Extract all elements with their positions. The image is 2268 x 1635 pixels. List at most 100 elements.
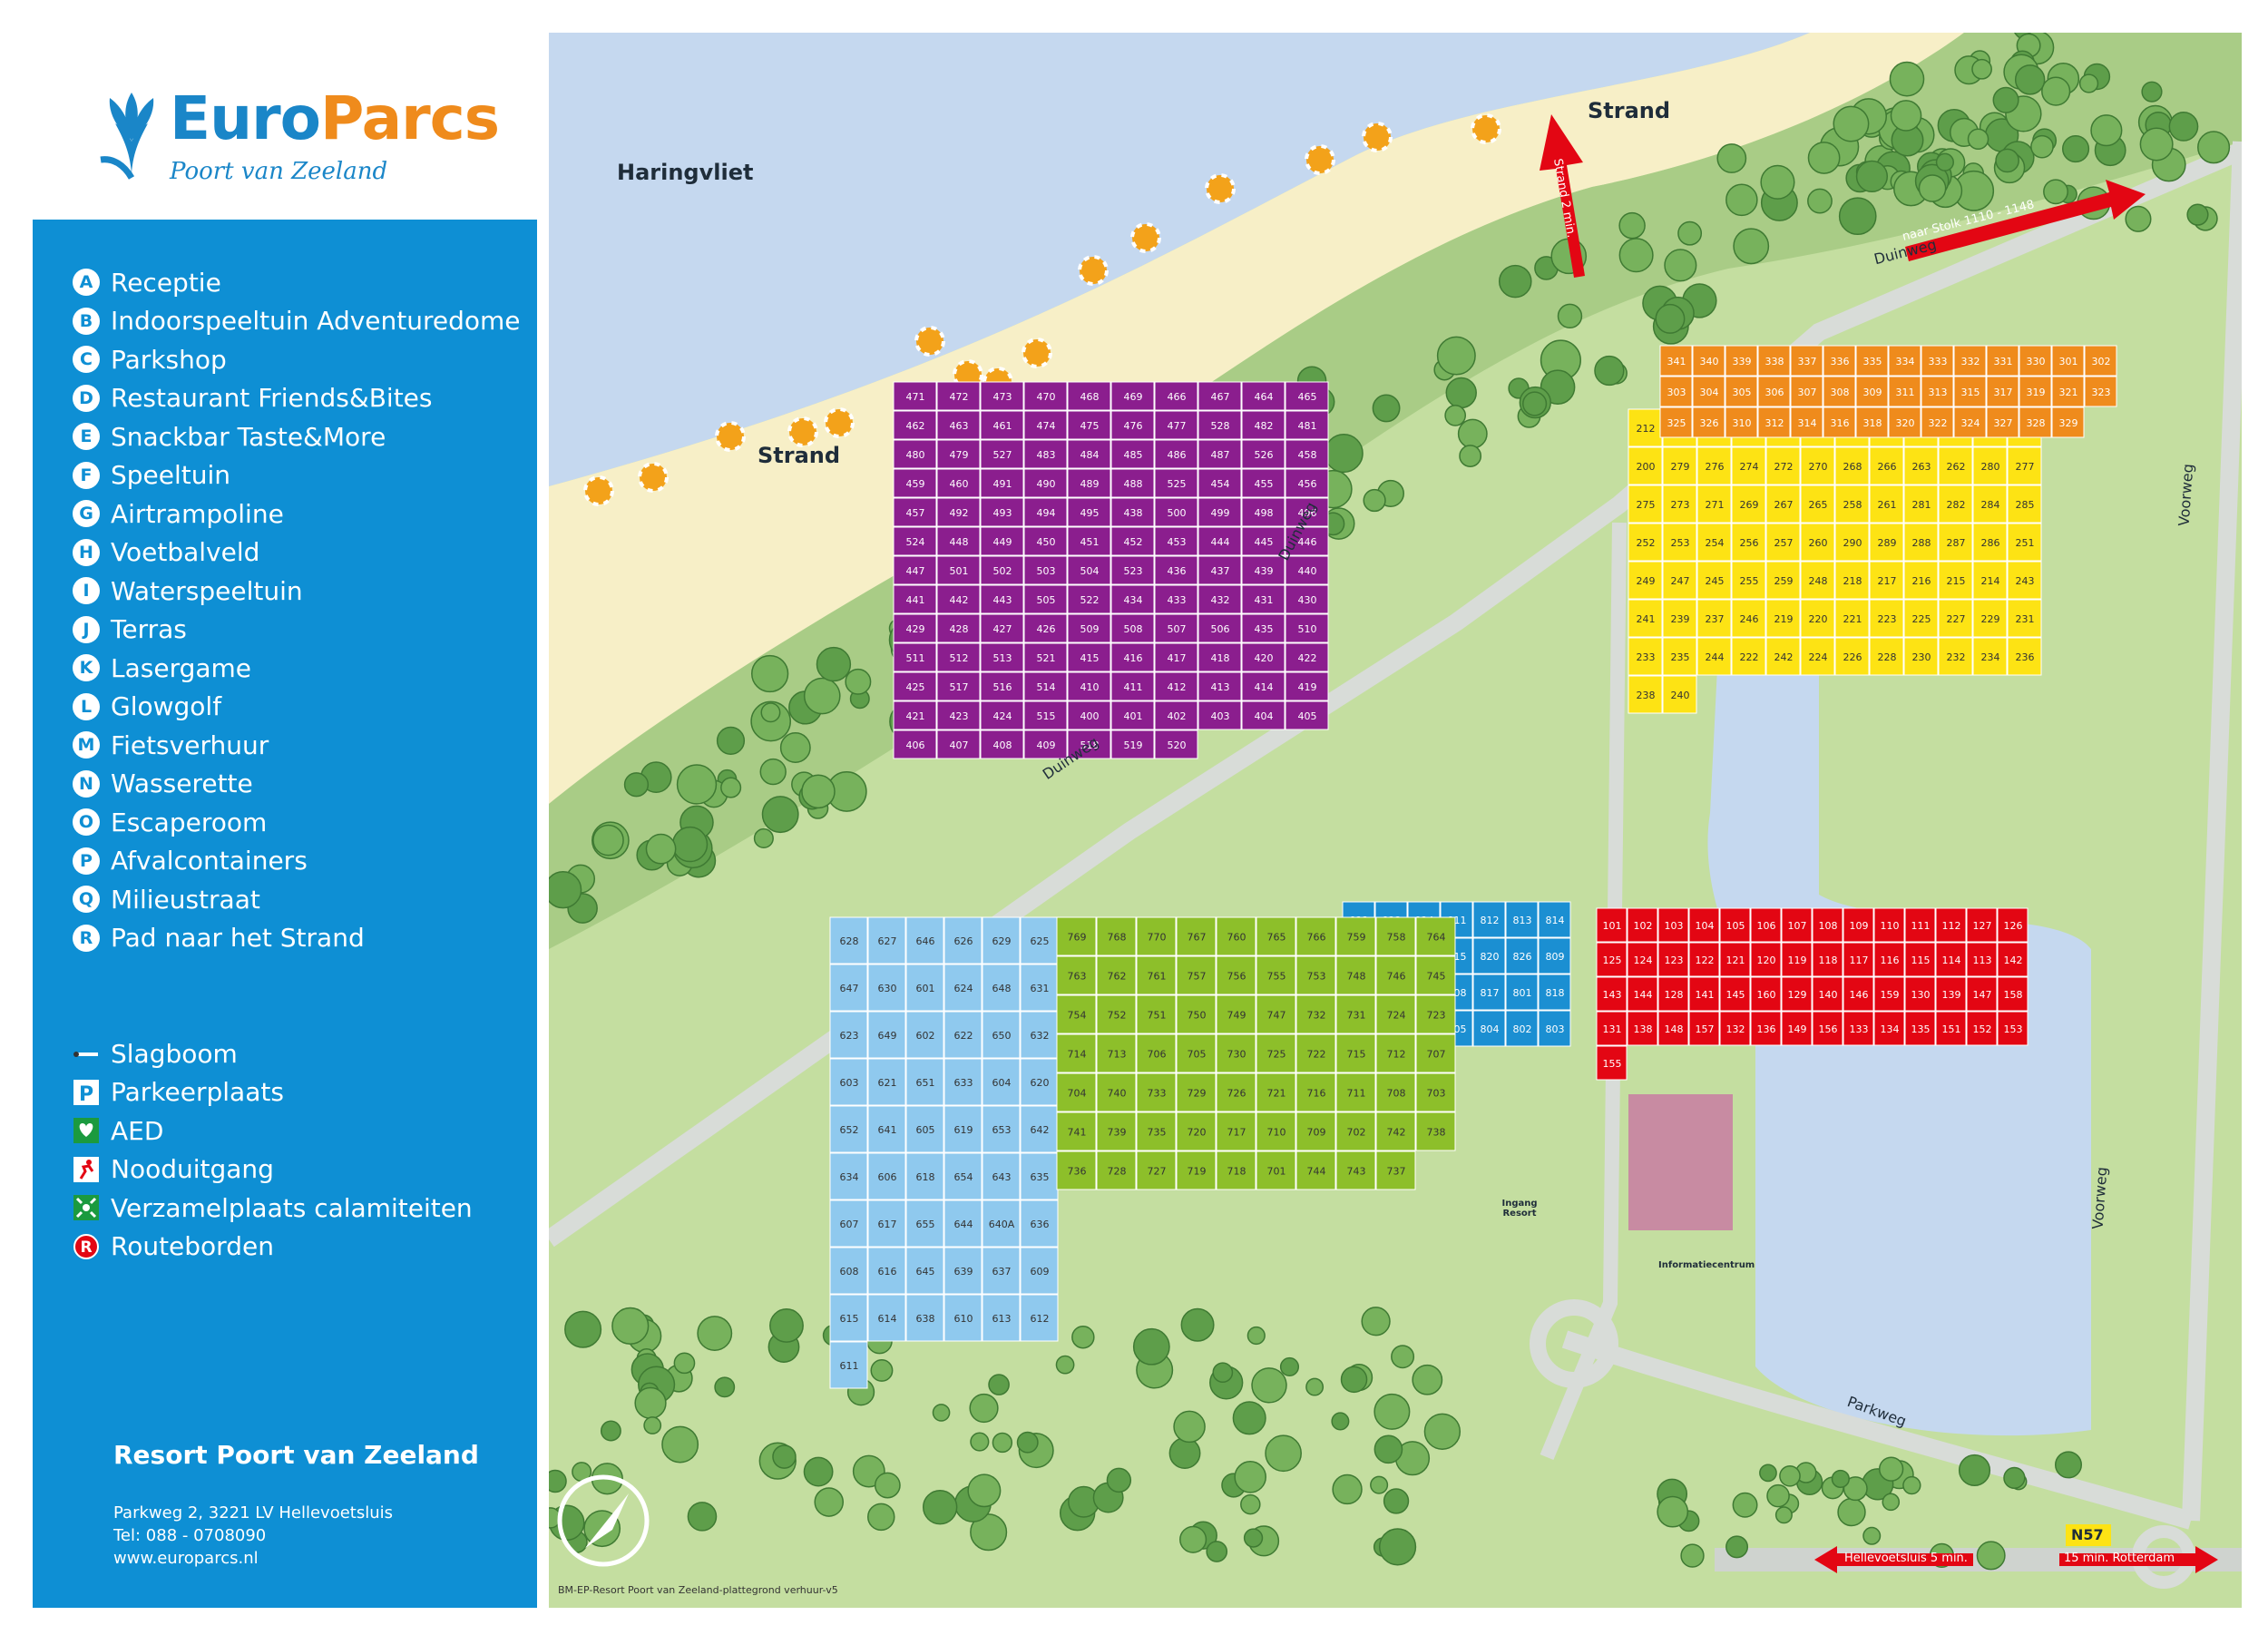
lot-number: 441 xyxy=(906,594,925,606)
lot-number: 257 xyxy=(1774,537,1794,549)
tree-icon xyxy=(1618,238,1654,273)
lot-709 xyxy=(1295,1111,1336,1151)
lot-number: 513 xyxy=(993,652,1012,664)
lot-number: 284 xyxy=(1981,499,2000,511)
tree-icon xyxy=(634,1386,667,1419)
lot-462 xyxy=(893,410,937,440)
lot-107 xyxy=(1781,907,1813,943)
tree-icon xyxy=(1766,1483,1790,1508)
stolk-arrow-icon xyxy=(1905,180,2146,261)
lot-number: 280 xyxy=(1981,461,2000,473)
lot-number: 267 xyxy=(1774,499,1794,511)
lot-745 xyxy=(1415,955,1456,995)
lot-number: 723 xyxy=(1427,1010,1446,1022)
tree-icon xyxy=(1016,1431,1039,1454)
legend-letter-badge: A xyxy=(73,269,100,297)
lot-623 xyxy=(829,1011,868,1059)
lot-number: 439 xyxy=(1255,565,1274,577)
lot-613 xyxy=(982,1294,1021,1342)
tree-icon xyxy=(1363,488,1386,513)
lot-number: 730 xyxy=(1227,1049,1246,1061)
lot-number: 152 xyxy=(1973,1023,1992,1035)
tree-icon xyxy=(753,827,774,849)
lot-number: 429 xyxy=(906,623,925,635)
lot-number: 614 xyxy=(878,1313,897,1325)
lot-number: 652 xyxy=(840,1124,859,1136)
lot-number: 467 xyxy=(1211,391,1230,403)
lot-527 xyxy=(980,439,1024,469)
label-hellevoetsluis-arrow: Hellevoetsluis 5 min. xyxy=(1844,1552,1968,1565)
lot-number: 489 xyxy=(1080,478,1100,490)
lot-157 xyxy=(1688,1011,1720,1046)
lot-125 xyxy=(1596,942,1628,977)
tree-icon xyxy=(716,726,746,755)
lot-number: 528 xyxy=(1211,420,1230,432)
lot-406 xyxy=(893,729,937,759)
lot-120 xyxy=(1750,942,1782,977)
lot-number: 444 xyxy=(1211,536,1230,548)
lot-number: 340 xyxy=(1700,356,1719,367)
lot-number: 645 xyxy=(916,1266,935,1278)
lot-number: 634 xyxy=(840,1171,859,1183)
lot-108 xyxy=(1812,907,1843,943)
lot-number: 301 xyxy=(2059,356,2078,367)
lot-number: 430 xyxy=(1298,594,1317,606)
lot-number: 651 xyxy=(916,1077,935,1089)
lot-number: 496 xyxy=(1298,507,1317,519)
lot-number: 475 xyxy=(1080,420,1100,432)
tree-icon xyxy=(1838,197,1877,236)
tree-icon xyxy=(1716,143,1747,173)
lot-number: 624 xyxy=(954,983,973,994)
lot-126 xyxy=(1997,907,2028,943)
lot-255 xyxy=(1731,561,1766,600)
lot-522 xyxy=(1067,584,1111,614)
legend-label: Milieustraat xyxy=(111,884,260,915)
lot-number: 139 xyxy=(1942,989,1961,1001)
lot-323 xyxy=(2084,376,2117,407)
lot-number: 219 xyxy=(1774,613,1794,625)
lot-421 xyxy=(893,700,937,730)
lot-number: 149 xyxy=(1788,1023,1807,1035)
lot-number: 330 xyxy=(2027,356,2046,367)
lot-493 xyxy=(980,497,1024,527)
lot-number: 123 xyxy=(1665,955,1684,966)
lot-329 xyxy=(2051,406,2085,438)
label-rotterdam-arrow: 15 min. Rotterdam xyxy=(2064,1552,2175,1565)
lot-301 xyxy=(2051,345,2085,377)
label-ingang: Ingang Resort xyxy=(1501,1199,1538,1219)
lot-number: 125 xyxy=(1603,955,1622,966)
lot-246 xyxy=(1731,599,1766,638)
lot-226 xyxy=(1834,637,1870,676)
lot-763 xyxy=(1056,955,1097,995)
lot-492 xyxy=(936,497,981,527)
tree-icon xyxy=(2186,203,2209,226)
lot-286 xyxy=(1972,523,2008,562)
lot-341 xyxy=(1659,345,1693,377)
lot-758 xyxy=(1375,916,1416,956)
lot-number: 129 xyxy=(1788,989,1807,1001)
tree-icon xyxy=(1372,394,1401,423)
lot-number: 750 xyxy=(1188,1010,1207,1022)
lot-244 xyxy=(1696,637,1732,676)
resort-phone: Tel: 088 - 0708090 xyxy=(113,1526,267,1545)
lot-140 xyxy=(1812,976,1843,1012)
lot-129 xyxy=(1781,976,1813,1012)
tree-icon xyxy=(1071,1325,1095,1349)
tree-icon xyxy=(970,1432,990,1452)
lot-759 xyxy=(1335,916,1376,956)
lot-217 xyxy=(1869,561,1904,600)
lot-number: 252 xyxy=(1637,537,1656,549)
lot-499 xyxy=(1198,497,1242,527)
lot-235 xyxy=(1662,637,1697,676)
lot-481 xyxy=(1285,410,1329,440)
lot-number: 132 xyxy=(1726,1023,1745,1035)
lot-502 xyxy=(980,555,1024,585)
tree-icon xyxy=(1279,1356,1300,1376)
lot-647 xyxy=(829,964,868,1012)
lot-644 xyxy=(943,1199,982,1248)
tree-icon xyxy=(1779,1464,1801,1487)
